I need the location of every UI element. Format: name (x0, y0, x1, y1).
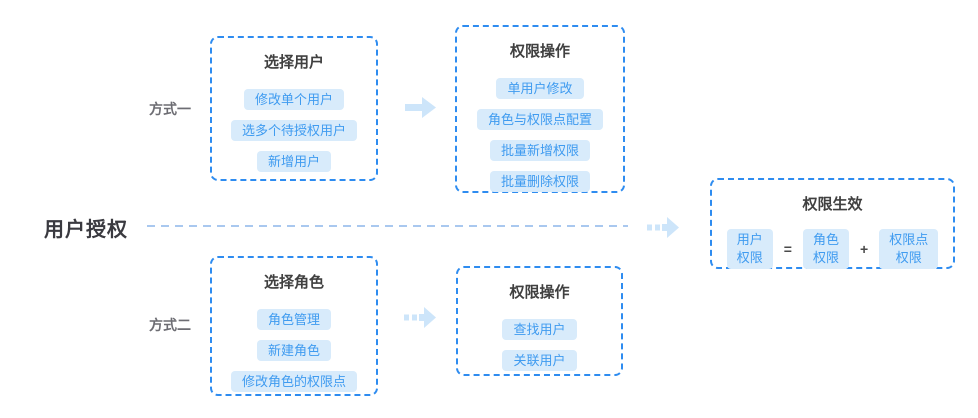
select-user-box: 选择用户 修改单个用户 选多个待授权用户 新增用户 (210, 36, 378, 181)
arrow-right-icon (405, 97, 436, 118)
select-user-item: 新增用户 (256, 151, 331, 172)
select-role-item: 角色管理 (256, 309, 331, 330)
perm-ops-top-item: 批量新增权限 (489, 140, 590, 161)
select-role-box: 选择角色 角色管理 新建角色 修改角色的权限点 (210, 256, 378, 396)
plus-operator: + (860, 241, 869, 257)
perm-ops-top-box: 权限操作 单用户修改 角色与权限点配置 批量新增权限 批量删除权限 (455, 25, 625, 193)
main-label: 用户授权 (44, 219, 128, 241)
point-perm-chip: 权限点 权限 (879, 229, 939, 269)
user-perm-chip: 用户 权限 (726, 229, 773, 269)
perm-effect-box: 权限生效 用户 权限 = 角色 权限 + 权限点 权限 (710, 178, 955, 269)
perm-ops-top-item: 批量删除权限 (489, 171, 590, 192)
perm-ops-bottom-title: 权限操作 (509, 284, 570, 301)
dashed-arrow-right-icon (404, 307, 436, 328)
method1-label: 方式一 (149, 101, 191, 117)
perm-effect-equation: 用户 权限 = 角色 权限 + 权限点 权限 (726, 229, 939, 269)
select-role-title: 选择角色 (263, 274, 324, 291)
perm-effect-title: 权限生效 (802, 196, 863, 213)
select-role-item: 新建角色 (256, 340, 331, 361)
select-user-title: 选择用户 (263, 54, 324, 71)
select-role-item: 修改角色的权限点 (230, 371, 357, 392)
perm-ops-bottom-box: 权限操作 查找用户 关联用户 (456, 266, 623, 376)
dashed-arrow-right-icon (647, 217, 679, 238)
perm-ops-bottom-item: 查找用户 (502, 319, 577, 340)
select-user-item: 修改单个用户 (243, 89, 344, 110)
role-perm-chip: 角色 权限 (802, 229, 849, 269)
method2-label: 方式二 (149, 317, 191, 333)
select-user-item: 选多个待授权用户 (230, 120, 357, 141)
perm-ops-bottom-item: 关联用户 (502, 350, 577, 371)
perm-ops-top-item: 角色与权限点配置 (476, 109, 603, 130)
perm-ops-top-title: 权限操作 (509, 43, 570, 60)
perm-ops-top-item: 单用户修改 (496, 78, 584, 99)
flow-dashed-line (147, 225, 628, 227)
equals-operator: = (783, 241, 792, 257)
